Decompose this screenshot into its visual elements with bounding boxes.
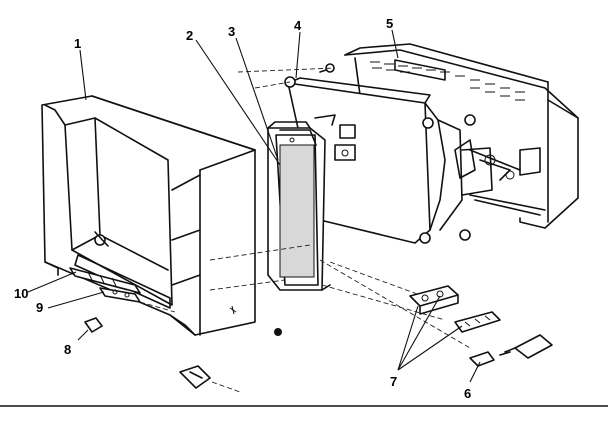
cabinet-front-part [41, 95, 256, 336]
knob-part [84, 317, 103, 333]
switch-assembly-part [409, 285, 553, 367]
callout-2: 2 [186, 28, 193, 43]
safety-window-part [267, 121, 331, 291]
callout-5: 5 [386, 16, 393, 31]
alignment-lines [139, 67, 471, 393]
callout-4: 4 [294, 18, 302, 33]
callout-3: 3 [228, 24, 235, 39]
callout-10: 10 [14, 286, 28, 301]
callout-6: 6 [464, 386, 471, 401]
callout-9: 9 [36, 300, 43, 315]
callout-1: 1 [74, 36, 81, 51]
callout-8: 8 [64, 342, 71, 357]
screw-part [274, 328, 282, 336]
callout-labels: 1 2 3 4 5 6 7 8 9 10 [14, 16, 471, 401]
back-cover-part [344, 43, 579, 229]
bracket-part [179, 365, 211, 389]
leader-lines [27, 29, 481, 383]
callout-7: 7 [390, 374, 397, 389]
